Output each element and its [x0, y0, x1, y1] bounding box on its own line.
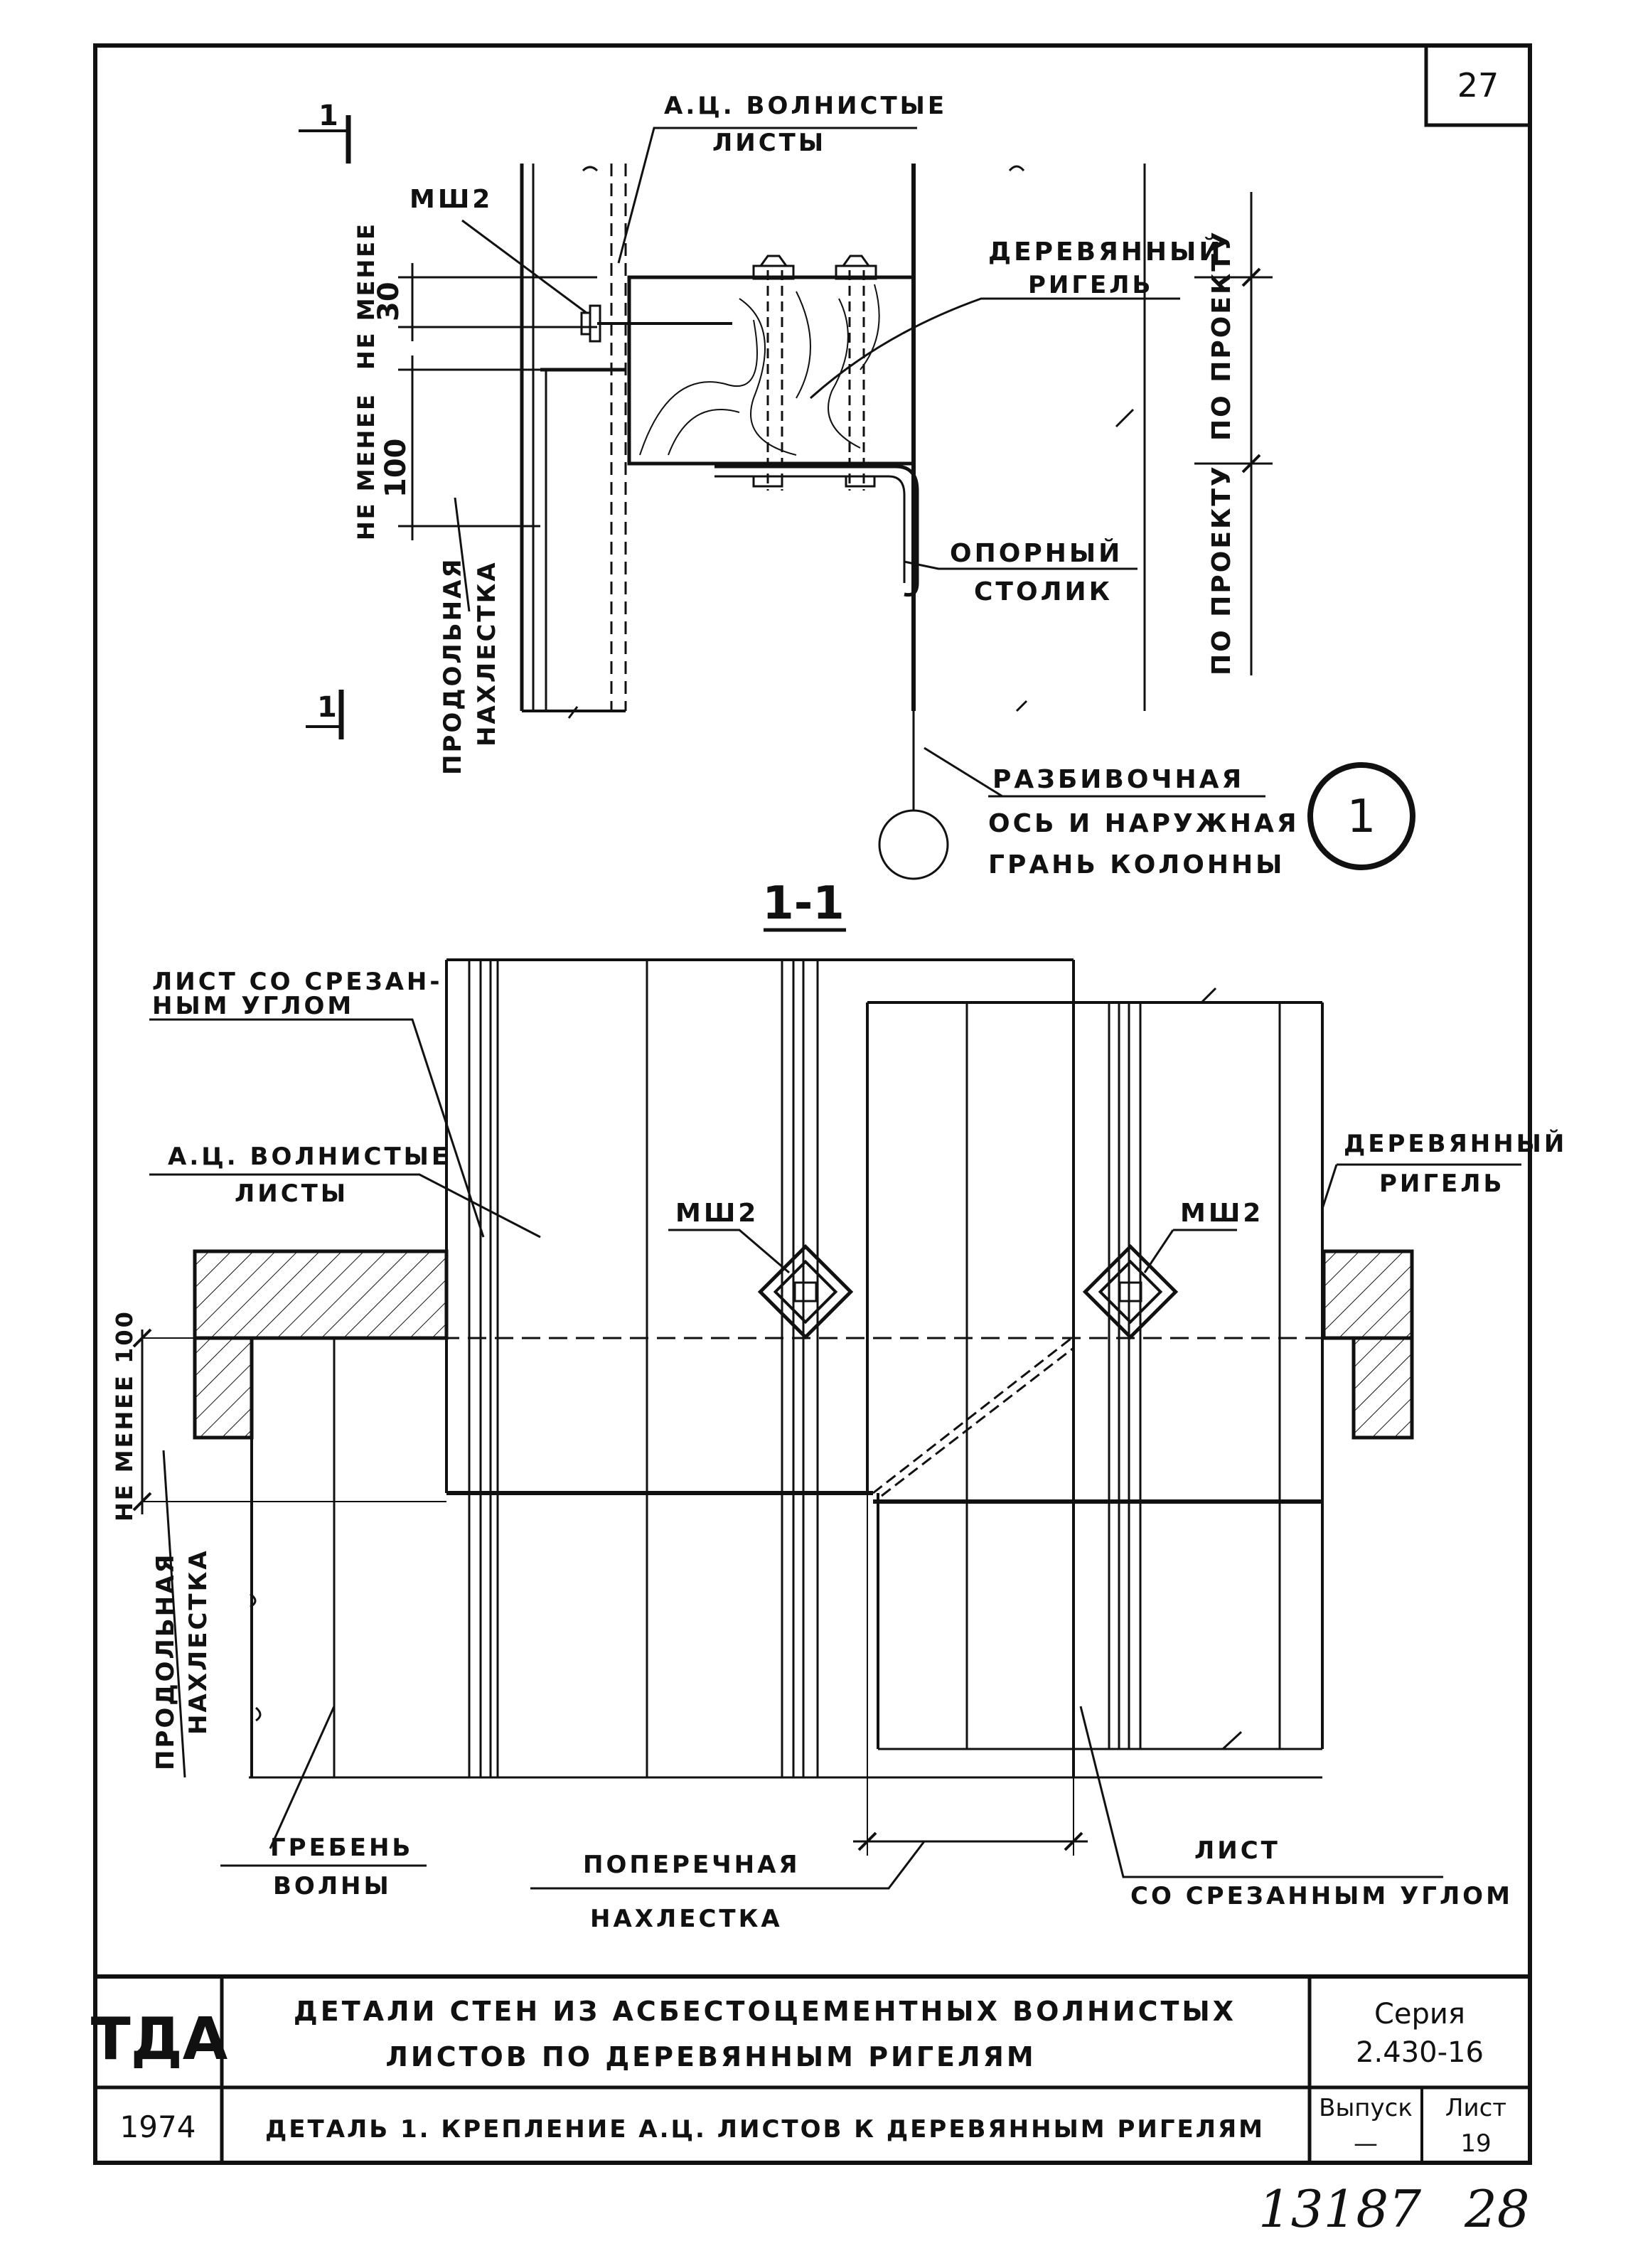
dimension-min-30: НЕ МЕНЕЕ 30 — [353, 222, 597, 370]
label-long-overlap-1-1-a: ПРОДОЛЬНАЯ — [151, 1552, 180, 1770]
section-mark-bottom: 1 — [306, 690, 344, 739]
label-per-project-2: ПО ПРОЕКТУ — [1207, 464, 1236, 675]
title-block: ТДА 1974 ДЕТАЛИ СТЕН ИЗ АСБЕСТОЦЕМЕНТНЫХ… — [91, 1974, 1530, 2163]
leader-sheets-top — [617, 127, 917, 264]
dimension-min-100-plan: НЕ МЕНЕЕ 100 — [111, 1310, 446, 1521]
handwritten-page: 28 — [1464, 2179, 1530, 2239]
leader-crest-1-1 — [269, 1706, 336, 1849]
section-mark-top-number: 1 — [318, 100, 341, 132]
leader-beam-1-1 — [1321, 1163, 1521, 1209]
label-axis-3: ГРАНЬ КОЛОННЫ — [988, 850, 1285, 879]
corrugated-sheets-plan — [249, 958, 1324, 1779]
sheet-frame — [93, 43, 1532, 2165]
sheet-label: Лист — [1445, 2094, 1506, 2122]
leader-bolt-top — [461, 219, 587, 314]
label-crest-1: ГРЕБЕНЬ — [270, 1834, 413, 1862]
corrugated-sheets-elevation — [520, 164, 627, 719]
dim-30-caption: НЕ МЕНЕЕ — [353, 222, 380, 370]
series-value: 2.430-16 — [1356, 2036, 1484, 2069]
dimension-per-project: ПО ПРОЕКТУ ПО ПРОЕКТУ — [1194, 192, 1273, 675]
section-mark-bottom-number: 1 — [317, 691, 340, 724]
label-min-100-plan: НЕ МЕНЕЕ 100 — [111, 1310, 138, 1521]
leader-overlap-1-1 — [162, 1450, 186, 1778]
label-bolt-right: МШ2 — [1180, 1199, 1263, 1228]
leader-beam-top — [809, 297, 1180, 400]
sheet-number: 27 — [1457, 66, 1499, 105]
org-logo: ТДА — [91, 2006, 228, 2073]
handwritten-note: 13187 28 — [1258, 2179, 1530, 2239]
handwritten-number: 13187 — [1258, 2179, 1421, 2239]
dimension-cross-overlap — [530, 1493, 1088, 1890]
top-detail: 1 1 — [299, 92, 1415, 880]
series-label: Серия — [1374, 1998, 1465, 2031]
leader-support-top — [904, 560, 1138, 570]
label-beam-1-1-b: РИГЕЛЬ — [1379, 1170, 1504, 1198]
subtitle: ДЕТАЛЬ 1. КРЕПЛЕНИЕ А.Ц. ЛИСТОВ К ДЕРЕВЯ… — [265, 2115, 1265, 2144]
label-long-overlap-top-2: НАХЛЕСТКА — [473, 560, 501, 747]
section-mark-top: 1 — [299, 100, 351, 164]
sheet-number-box: 27 — [1424, 46, 1530, 127]
girt-left — [193, 1249, 449, 1440]
label-axis-2: ОСЬ И НАРУЖНАЯ — [988, 809, 1300, 838]
dimension-min-100: НЕ МЕНЕЕ 100 — [353, 355, 540, 540]
label-long-overlap-top-1: ПРОДОЛЬНАЯ — [439, 557, 467, 775]
label-sheet-cut-1: ЛИСТ — [1194, 1836, 1280, 1865]
label-long-overlap-1-1-b: НАХЛЕСТКА — [184, 1548, 213, 1735]
leader-sheets-1-1 — [149, 1173, 541, 1239]
label-sheets-top-1: А.Ц. ВОЛНИСТЫЕ — [664, 92, 947, 120]
detail-number-marker: 1 — [1307, 762, 1415, 870]
sheet-value: 19 — [1460, 2129, 1491, 2158]
label-bolt-top: МШ2 — [410, 185, 493, 214]
label-sheets-1-1-b: ЛИСТЫ — [235, 1180, 348, 1208]
leader-bolt-left-1-1 — [668, 1229, 790, 1274]
issue-value: — — [1354, 2129, 1378, 2158]
label-cross-overlap-1: ПОПЕРЕЧНАЯ — [583, 1851, 801, 1879]
bolt-msh2-left — [757, 1243, 854, 1340]
bolt-msh2-right — [1082, 1243, 1179, 1340]
title-line-1: ДЕТАЛИ СТЕН ИЗ АСБЕСТОЦЕМЕНТНЫХ ВОЛНИСТЫ… — [294, 1996, 1236, 2027]
label-beam-top-2: РИГЕЛЬ — [1028, 271, 1153, 299]
dim-100-value: 100 — [380, 439, 412, 498]
issue-label: Выпуск — [1319, 2094, 1413, 2122]
hook-bolt-msh2 — [580, 304, 732, 343]
label-crest-2: ВОЛНЫ — [273, 1872, 392, 1900]
leader-sheet-cut-1-1 — [1079, 1706, 1443, 1878]
column-elevation — [911, 164, 1146, 712]
axis-marker — [878, 711, 1265, 880]
label-beam-top-1: ДЕРЕВЯННЫЙ — [988, 237, 1223, 267]
label-support-2: СТОЛИК — [974, 577, 1113, 606]
leader-cut-corner-1-1 — [149, 1018, 485, 1238]
dim-100-caption: НЕ МЕНЕЕ — [353, 392, 380, 540]
year: 1974 — [120, 2109, 196, 2144]
detail-number: 1 — [1347, 791, 1376, 843]
label-per-project-1: ПО ПРОЕКТУ — [1207, 230, 1236, 441]
girt-right — [1322, 1249, 1414, 1440]
label-bolt-left: МШ2 — [675, 1199, 759, 1228]
label-support-1: ОПОРНЫЙ — [950, 538, 1123, 568]
label-cut-corner-2: НЫМ УГЛОМ — [152, 992, 354, 1020]
label-cross-overlap-2: НАХЛЕСТКА — [590, 1905, 783, 1933]
section-1-1: 1-1 — [111, 877, 1567, 1933]
title-line-2: ЛИСТОВ ПО ДЕРЕВЯННЫМ РИГЕЛЯМ — [385, 2041, 1036, 2072]
support-table — [714, 464, 919, 597]
dim-30-value: 30 — [373, 282, 405, 321]
leader-overlap-top — [454, 497, 471, 612]
label-sheets-top-2: ЛИСТЫ — [712, 129, 826, 157]
wooden-girt-section — [627, 255, 916, 491]
label-axis-1: РАЗБИВОЧНАЯ — [992, 765, 1244, 794]
label-beam-1-1-a: ДЕРЕВЯННЫЙ — [1344, 1129, 1567, 1158]
label-sheet-cut-2: СО СРЕЗАННЫМ УГЛОМ — [1130, 1882, 1513, 1910]
label-cut-corner-1: ЛИСТ СО СРЕЗАН- — [152, 968, 443, 996]
leader-bolt-right-1-1 — [1143, 1229, 1237, 1273]
label-sheets-1-1-a: А.Ц. ВОЛНИСТЫЕ — [168, 1143, 451, 1171]
section-title: 1-1 — [762, 877, 845, 930]
